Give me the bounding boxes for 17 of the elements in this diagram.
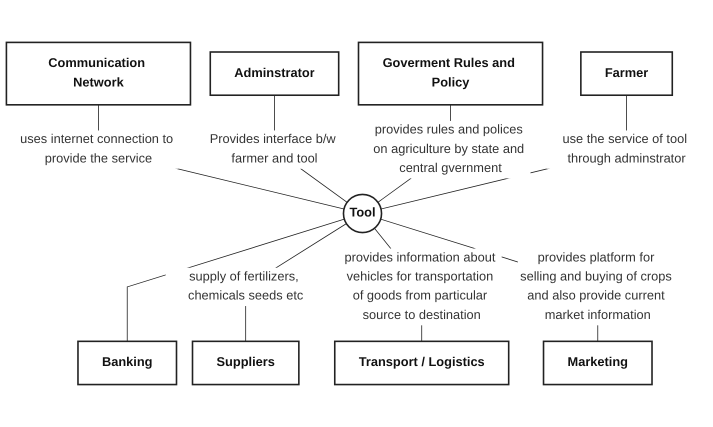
node-box: Banking	[77, 340, 178, 386]
node-box: Communication Network	[6, 42, 192, 106]
node-box: Marketing	[542, 340, 653, 386]
edge-label: provides platform for selling and buying of crops and also provide current market information	[520, 250, 672, 322]
edge-label: supply of fertilizers, chemicals seeds etc	[188, 270, 304, 303]
node-box: Transport / Logistics	[334, 340, 510, 386]
connector	[126, 218, 345, 342]
node-box: Suppliers	[192, 340, 300, 386]
node-box: Farmer	[580, 51, 674, 96]
node-box: Goverment Rules and Policy	[358, 42, 544, 106]
edge-label: uses internet connection to provide the service	[20, 132, 174, 166]
edge-label: Provides interface b/w farmer and tool	[210, 132, 336, 166]
node-box: Adminstrator	[209, 51, 340, 96]
edge-label: provides information about vehicles for transportation of goods from particular source to destination	[344, 250, 496, 322]
edge-label: use the service of tool through adminstrator	[562, 132, 688, 166]
edge-label: provides rules and polices on agriculture by state and central gvernment	[373, 123, 524, 176]
node-circle: Tool	[342, 194, 382, 234]
